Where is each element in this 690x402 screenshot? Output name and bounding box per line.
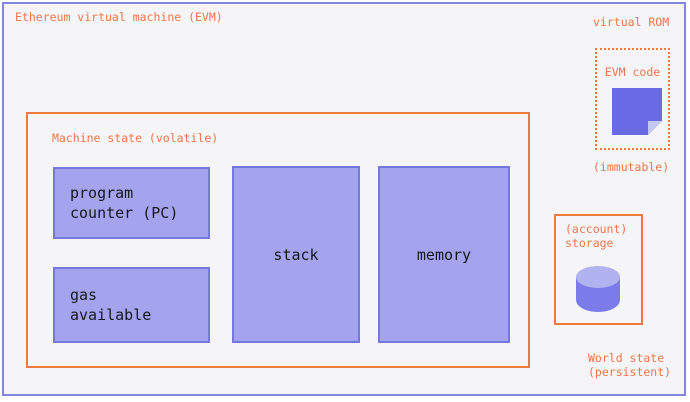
immutable-caption: (immutable) — [593, 160, 670, 174]
cylinder-top — [576, 266, 620, 288]
diagram-title: Ethereum virtual machine (EVM) — [15, 10, 223, 24]
evm-code-box: EVM code — [595, 48, 670, 150]
storage-database-icon — [576, 266, 620, 312]
memory-box: memory — [378, 166, 510, 343]
evm-code-note-icon — [612, 88, 662, 135]
note-fold-corner — [648, 121, 662, 135]
account-storage-box: (account) storage — [554, 214, 643, 325]
program-counter-box: program counter (PC) — [53, 167, 210, 239]
world-state-label: World state (persistent) — [588, 351, 672, 379]
stack-box: stack — [232, 166, 360, 343]
evm-diagram-frame: Ethereum virtual machine (EVM) Machine s… — [2, 2, 686, 396]
evm-code-label: EVM code — [604, 65, 661, 79]
gas-available-box: gas available — [53, 267, 210, 343]
machine-state-label: Machine state (volatile) — [52, 131, 219, 145]
machine-state-box: Machine state (volatile) program counter… — [26, 112, 530, 368]
virtual-rom-label: virtual ROM — [593, 15, 670, 29]
account-storage-label: (account) storage — [565, 222, 628, 250]
